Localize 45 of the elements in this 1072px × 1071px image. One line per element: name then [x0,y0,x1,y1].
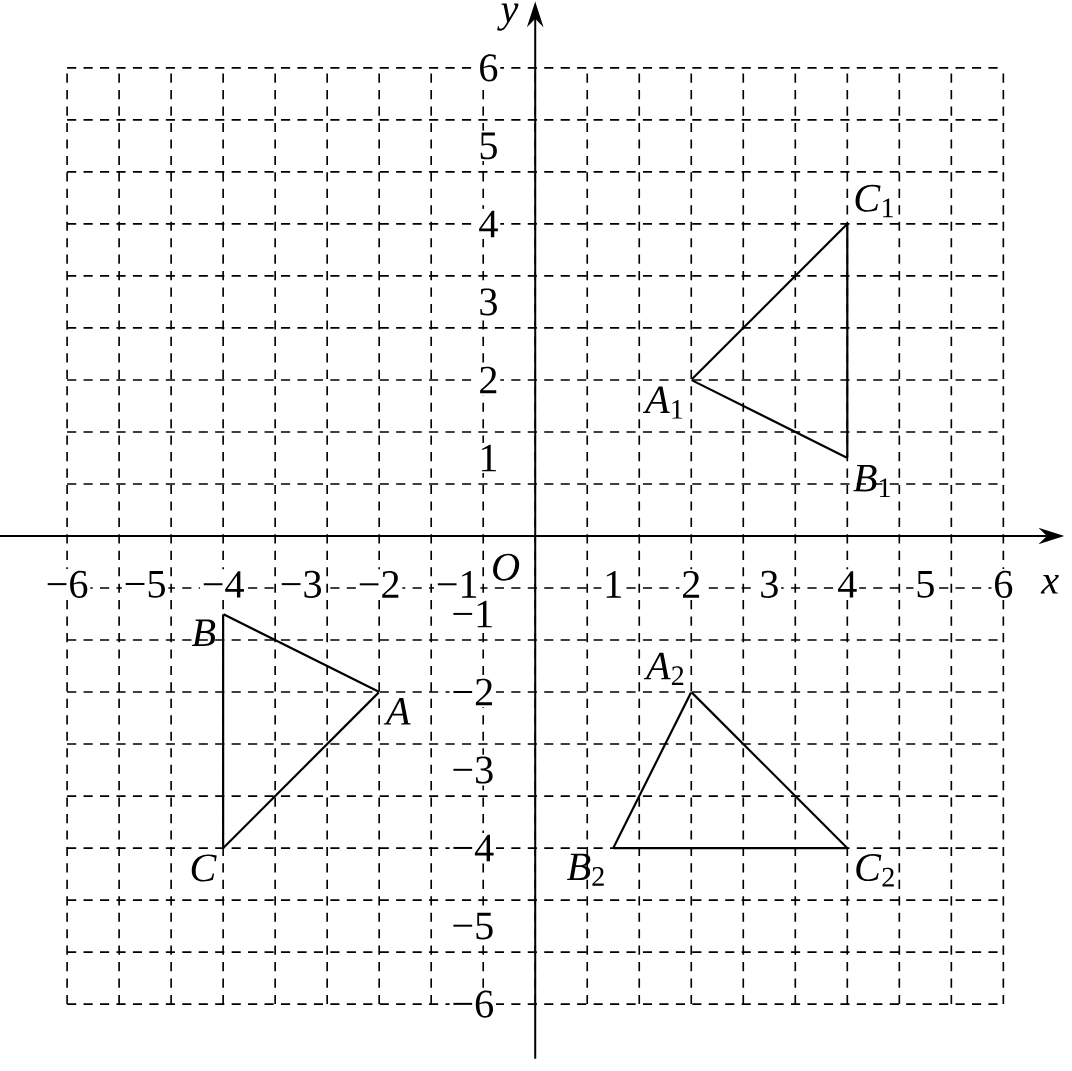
triangle-side [223,613,380,693]
vertex-label: A$_{1}$ [642,386,683,419]
origin-label: O [489,551,522,583]
triangle-side [690,223,848,381]
tick-label: −6 [449,988,497,1020]
vertex-label: B$_{1}$ [853,464,890,497]
tick-label: 1 [476,442,501,473]
vertex-label: C$_{2}$ [856,854,894,887]
triangle-side [690,691,848,849]
tick-label: −1 [449,598,497,629]
vertex-label: C$_{1}$ [855,184,893,218]
tick-label: 3 [757,568,782,600]
tick-label: −5 [121,569,169,600]
tick-label: −4 [449,832,497,864]
tick-label: 2 [679,569,704,600]
triangle-side [222,691,380,849]
tick-label: 4 [835,569,860,600]
triangle-side [222,614,225,848]
tick-label: 6 [991,568,1016,600]
triangle-side [691,379,848,459]
tick-label: −3 [449,754,497,786]
tick-label: 1 [601,569,626,600]
vertex-label: A [383,697,411,725]
tick-label: 2 [476,364,501,395]
triangle-side [613,846,847,850]
axis-label: y [497,1,521,33]
tick-label: −3 [277,568,325,600]
tick-label: −5 [449,910,497,942]
tick-label: 5 [913,569,938,600]
tick-label: −6 [43,568,91,600]
tick-label: −2 [449,676,497,708]
tick-label: −1 [433,569,481,600]
tick-label: 6 [476,52,501,84]
tick-label: −4 [199,569,247,600]
tick-label: 5 [476,130,501,161]
tick-label: 4 [476,208,501,239]
vertex-label: B$_{2}$ [567,853,604,886]
tick-label: 3 [476,286,501,318]
vertex-label: B [191,619,216,646]
axis-label: x [1039,573,1061,596]
triangle-side [612,691,693,849]
vertex-label: A$_{2}$ [643,652,684,685]
tick-label: −2 [355,569,403,600]
triangle-side [846,224,849,458]
vertex-label: C [191,854,217,882]
